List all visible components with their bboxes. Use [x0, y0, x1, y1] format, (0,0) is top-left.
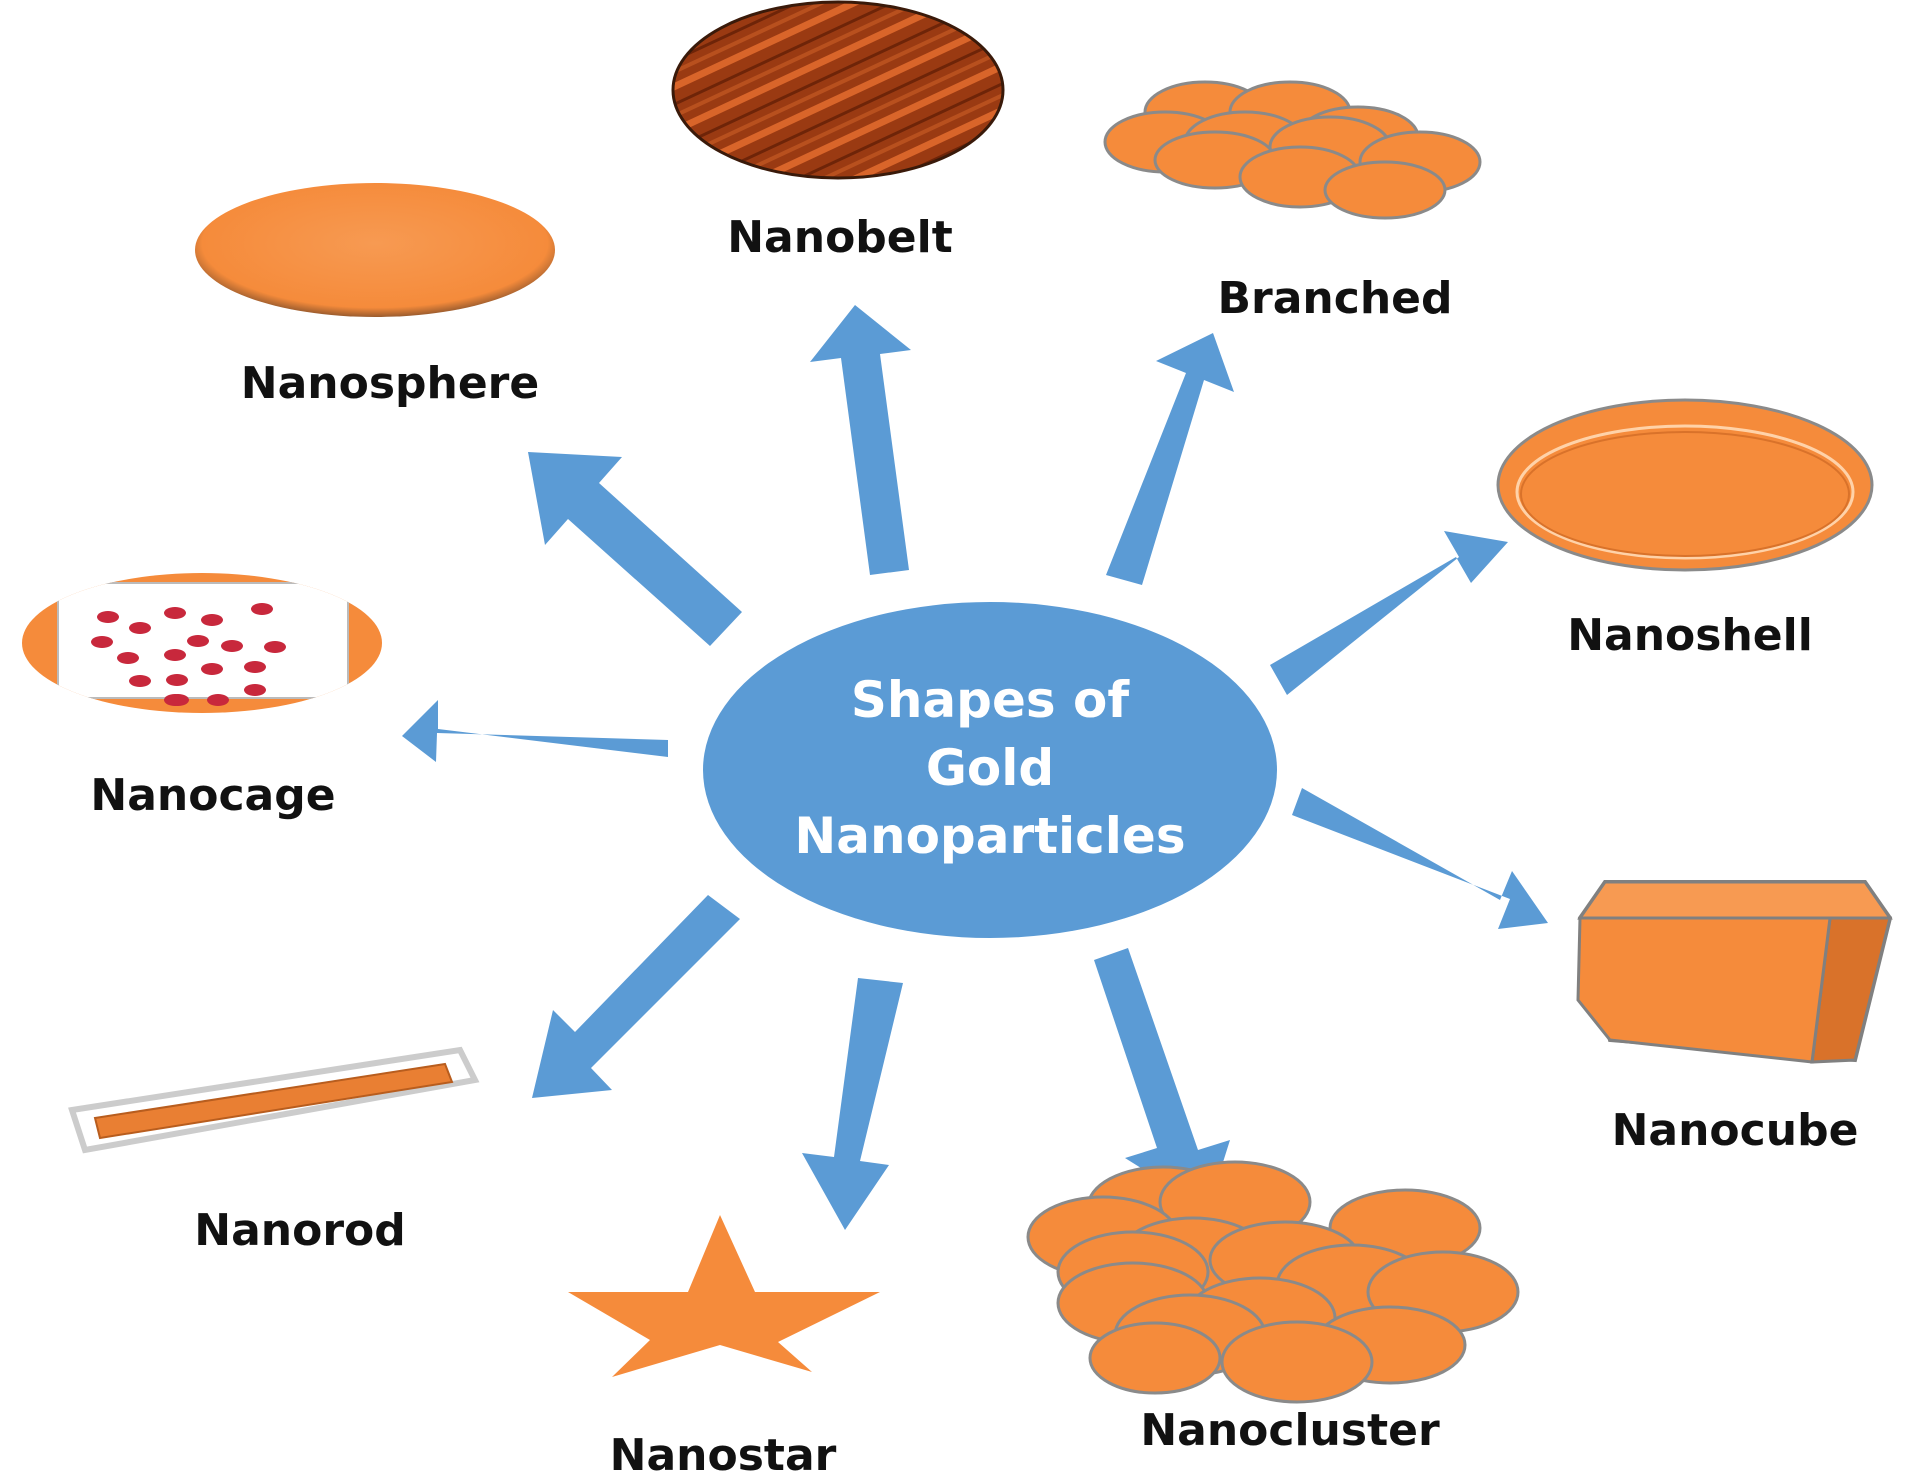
- nanobelt-shape: [671, 0, 1005, 180]
- nanocube-shape: [1576, 880, 1893, 1064]
- cage-dot: [251, 603, 273, 615]
- label-nanocube: Nanocube: [1612, 1105, 1859, 1156]
- label-nanocluster: Nanocluster: [1140, 1405, 1440, 1456]
- nanorod-shape: [68, 1046, 480, 1154]
- label-nanostar: Nanostar: [610, 1430, 837, 1479]
- cage-dot: [244, 661, 266, 673]
- nanostar-shape: [568, 1215, 880, 1377]
- nanocluster-shape: [1026, 1160, 1520, 1404]
- arrow-to-nanostar: [802, 978, 903, 1230]
- center-hub-line-2: Gold: [926, 739, 1054, 797]
- cage-dots: [91, 603, 286, 706]
- cage-dot: [244, 684, 266, 696]
- arrow-to-nanosphere: [528, 452, 742, 646]
- cage-dot: [164, 694, 186, 706]
- cage-dot: [97, 611, 119, 623]
- center-hub-ellipse: [703, 602, 1277, 938]
- nanoshell-shape: [1496, 398, 1874, 572]
- arrow-to-nanorod: [532, 895, 740, 1098]
- label-nanobelt: Nanobelt: [727, 212, 953, 263]
- cage-dot: [129, 675, 151, 687]
- label-branched: Branched: [1218, 273, 1453, 324]
- nanosphere-shape: [195, 183, 555, 317]
- cage-dot: [201, 663, 223, 675]
- shape-labels: Nanobelt Branched Nanosphere Nanoshell N…: [90, 212, 1858, 1479]
- arrow-to-nanobelt: [810, 305, 911, 575]
- cage-dot: [164, 607, 186, 619]
- cage-dot: [221, 640, 243, 652]
- cage-dot: [117, 652, 139, 664]
- cage-dot: [164, 649, 186, 661]
- cage-dot: [129, 622, 151, 634]
- center-hub-line-1: Shapes of: [851, 671, 1131, 729]
- center-hub-line-3: Nanoparticles: [794, 807, 1185, 865]
- label-nanosphere: Nanosphere: [241, 358, 539, 409]
- branched-shape: [1103, 80, 1482, 220]
- label-nanorod: Nanorod: [194, 1205, 406, 1256]
- label-nanocage: Nanocage: [90, 770, 335, 821]
- cage-dot: [187, 635, 209, 647]
- center-hub: Shapes of Gold Nanoparticles: [703, 602, 1277, 938]
- cage-dot: [264, 641, 286, 653]
- cage-dot: [166, 674, 188, 686]
- label-nanoshell: Nanoshell: [1567, 610, 1813, 661]
- cage-dot: [201, 614, 223, 626]
- arrow-to-branched: [1106, 333, 1234, 585]
- nanocage-shape: [22, 573, 382, 713]
- arrow-to-nanoshell: [1270, 531, 1508, 695]
- arrow-to-nanocube: [1292, 788, 1548, 929]
- arrow-to-nanocluster: [1094, 948, 1230, 1210]
- cage-dot: [91, 636, 113, 648]
- arrow-to-nanocage: [402, 700, 668, 762]
- cage-dot: [207, 694, 229, 706]
- arrows: [402, 305, 1548, 1230]
